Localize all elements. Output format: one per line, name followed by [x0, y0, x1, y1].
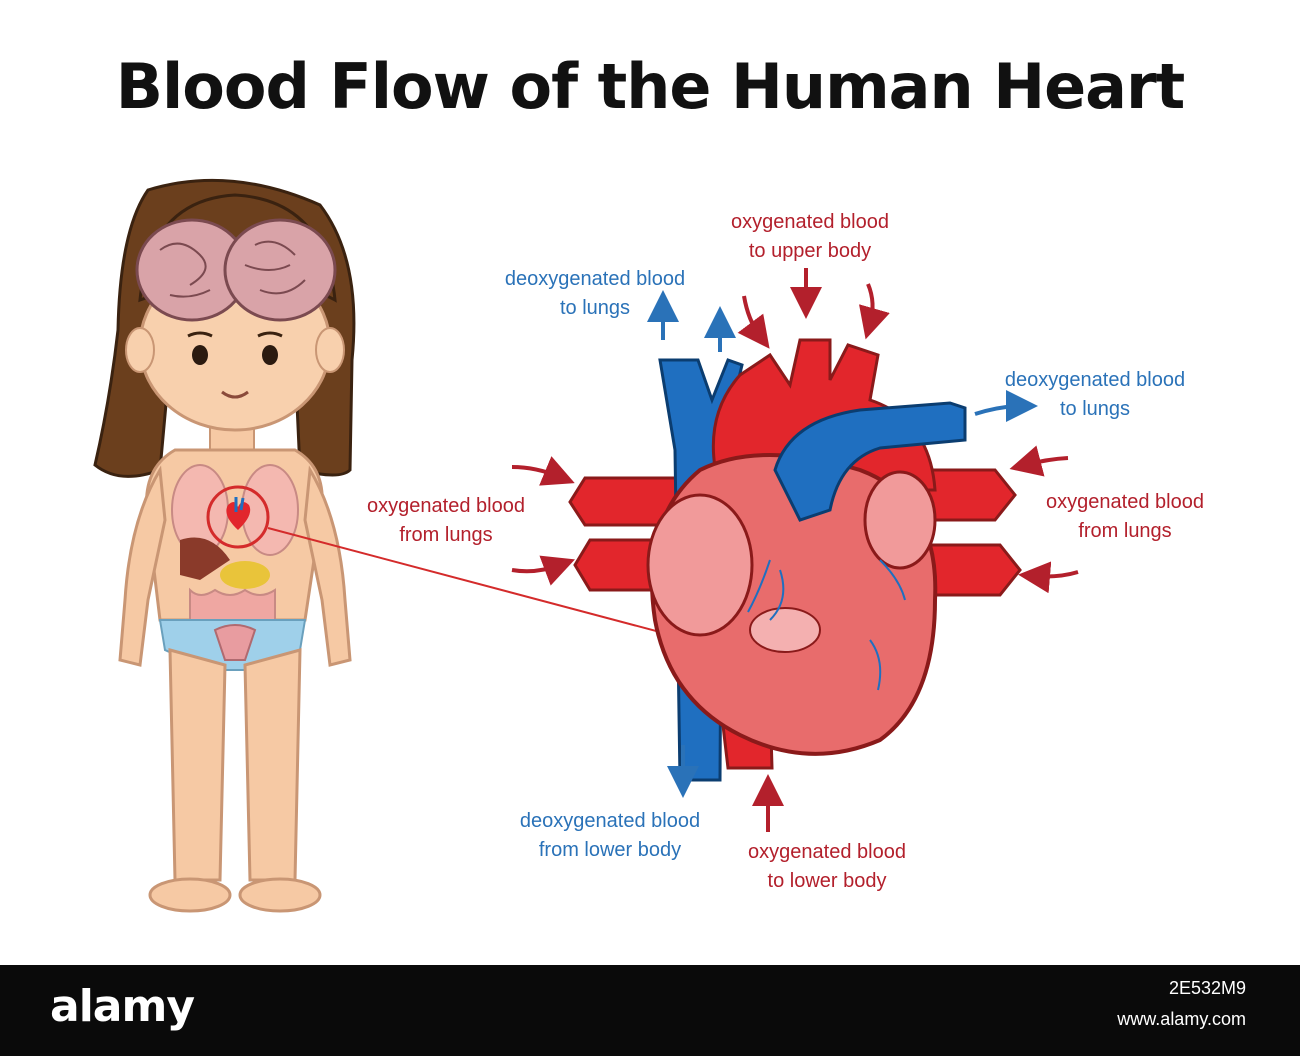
heart-icon — [568, 338, 1022, 782]
girl-leg-left — [168, 648, 227, 882]
stock-image-info: 2E532M9 www.alamy.com — [1117, 973, 1246, 1035]
arrow-oxy-right-bottom — [511, 555, 575, 586]
arrow-oxy-left-top — [1009, 445, 1069, 477]
girl-figure — [93, 178, 356, 913]
girl-leg-right — [243, 648, 302, 882]
arrow-deoxy-right — [974, 390, 1038, 423]
label-oxygenated-from-lungs-right: oxygenated blood from lungs — [1046, 491, 1204, 542]
girl-foot-right — [238, 877, 322, 913]
left-atrium — [863, 470, 937, 570]
label-oxygenated-from-lungs-left: oxygenated blood from lungs — [367, 495, 525, 546]
label-deoxygenated-to-lungs-right: deoxygenated blood to lungs — [1004, 369, 1186, 420]
label-deoxygenated-from-lower-body: deoxygenated blood from lower body — [519, 810, 701, 861]
stock-brand-logo: alamy — [50, 981, 195, 1032]
arrow-oxy-left-bottom — [1018, 561, 1079, 594]
label-oxygenated-to-lower-body: oxygenated blood to lower body — [748, 841, 906, 892]
label-deoxygenated-to-lungs-left: deoxygenated blood to lungs — [504, 268, 686, 319]
arrow-oxy-down-1 — [737, 295, 770, 349]
right-atrium — [646, 493, 754, 637]
heart-locator-icon — [206, 485, 270, 549]
diagram-artwork — [93, 178, 1079, 913]
liver-icon — [180, 537, 230, 580]
label-oxygenated-to-upper-body: oxygenated blood to upper body — [731, 211, 889, 262]
aortic-arch — [711, 338, 937, 492]
pointer-line — [267, 527, 691, 641]
stock-footer-bar: alamy 2E532M9 www.alamy.com — [0, 965, 1300, 1056]
girl-arm-right — [303, 465, 352, 667]
girl-mouth — [221, 390, 249, 399]
arrow-oxy-down-3 — [859, 283, 890, 340]
stomach-icon — [220, 561, 270, 589]
stock-site-url: www.alamy.com — [1117, 1009, 1246, 1029]
girl-arm-left — [118, 465, 167, 667]
brain-icon — [135, 218, 337, 322]
stock-image-id: 2E532M9 — [1168, 978, 1246, 998]
girl-eye-left — [192, 345, 208, 365]
flow-arrows — [511, 268, 1079, 832]
pulmonary-artery — [773, 401, 967, 522]
diagram-title: Blood Flow of the Human Heart — [115, 50, 1185, 123]
girl-foot-left — [148, 877, 232, 913]
girl-eye-right — [262, 345, 278, 365]
uterus-icon — [213, 624, 257, 661]
arrow-oxy-right-top — [511, 456, 575, 486]
